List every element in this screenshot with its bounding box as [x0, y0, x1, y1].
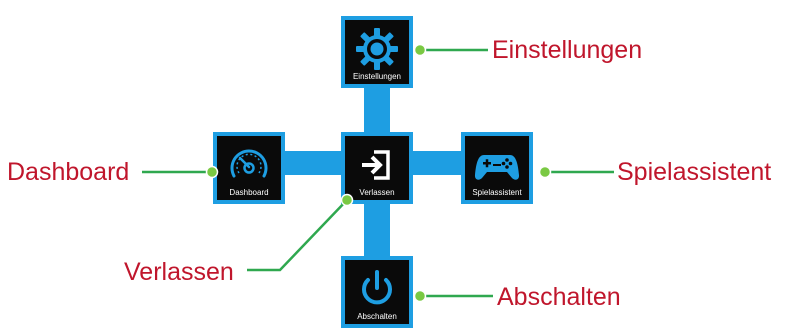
exit-icon: [362, 150, 390, 180]
settings-tile-label: Einstellungen: [352, 72, 402, 81]
exit-tile[interactable]: Verlassen: [341, 132, 413, 204]
gear-icon: [356, 28, 398, 70]
power-off-callout-dot: [413, 289, 427, 303]
power-off-tile-label: Abschalten: [357, 312, 397, 321]
game-assist-tile-label: Spielassistent: [472, 188, 522, 197]
settings-tile[interactable]: Einstellungen: [341, 16, 413, 88]
game-assist-callout-dot: [538, 165, 552, 179]
dashboard-callout-label: Dashboard: [7, 158, 130, 186]
exit-callout-dot: [340, 193, 354, 207]
power-icon: [362, 270, 392, 305]
dashboard-tile-label: Dashboard: [229, 188, 269, 197]
game-assist-tile[interactable]: Spielassistent: [461, 132, 533, 204]
settings-callout-dot: [413, 43, 427, 57]
game-assist-callout-label: Spielassistent: [617, 158, 772, 186]
settings-callout-label: Einstellungen: [492, 36, 643, 64]
exit-tile-label: Verlassen: [359, 188, 395, 197]
speedometer-icon: [230, 149, 268, 178]
power-off-callout-label: Abschalten: [497, 283, 621, 311]
dashboard-callout-dot: [205, 165, 219, 179]
gamepad-icon: [474, 155, 520, 180]
power-off-tile[interactable]: Abschalten: [341, 256, 413, 328]
exit-leader-line: [247, 199, 348, 272]
exit-callout-label: Verlassen: [124, 258, 234, 286]
